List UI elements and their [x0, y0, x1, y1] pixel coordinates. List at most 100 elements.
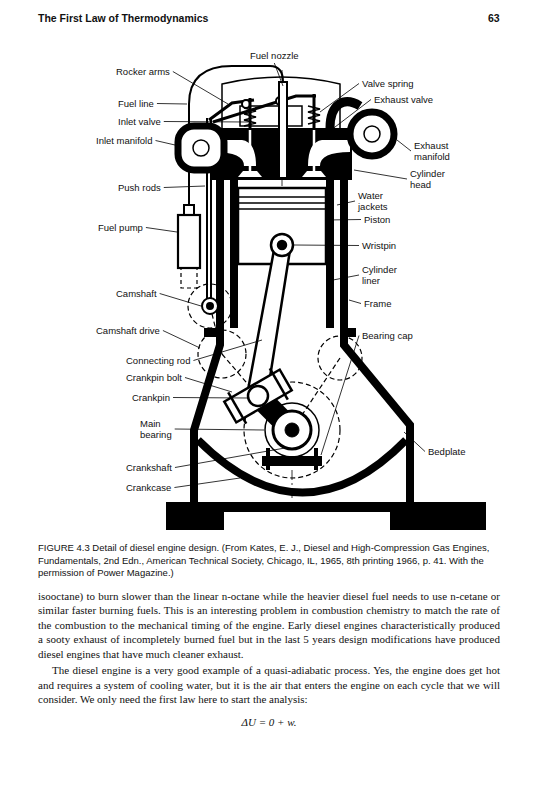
rocker-arms	[209, 77, 340, 128]
page-number: 63	[488, 12, 500, 25]
cylinder-head	[313, 130, 316, 172]
part-label: Camshaft drive	[96, 325, 160, 336]
part-label: Piston	[364, 214, 390, 225]
exhaust-manifold	[364, 126, 380, 142]
inlet-manifold	[178, 126, 224, 170]
fuel-pump	[181, 268, 197, 288]
equation: ΔU = 0 + w.	[38, 715, 500, 730]
inlet-manifold	[193, 140, 209, 156]
piston	[238, 188, 326, 264]
part-label: Wristpin	[362, 240, 396, 251]
part-label: Push rods	[118, 182, 161, 193]
part-label: Inlet manifold	[96, 135, 153, 146]
text-flow: FIGURE 4.3 Detail of diesel engine desig…	[38, 542, 500, 731]
camshaft	[202, 298, 218, 314]
part-label: Fuel line	[118, 98, 154, 109]
exhaust-manifold	[350, 112, 394, 156]
wristpin	[278, 241, 286, 249]
frame-flange	[204, 328, 224, 337]
connecting-rod-big-end	[270, 368, 288, 399]
leader-line	[294, 245, 359, 247]
wristpin	[271, 234, 293, 256]
piston	[238, 188, 326, 264]
main-bearing	[273, 411, 311, 449]
fuel-pump	[178, 205, 200, 288]
valve-stems	[313, 94, 316, 130]
part-label: Cylinder liner	[362, 264, 397, 286]
part-label: Exhaust manifold	[414, 140, 450, 162]
part-label: Exhaust valve	[374, 94, 433, 105]
bedplate	[190, 502, 414, 512]
leader-line	[397, 140, 411, 151]
part-label: Bearing cap	[362, 330, 413, 341]
camshaft-drive	[188, 284, 232, 328]
fuel-nozzle	[279, 82, 287, 178]
body-paragraph: The diesel engine is a very good example…	[38, 663, 500, 707]
main-bearing	[265, 403, 319, 457]
fuel-nozzle	[279, 82, 287, 178]
leader-line	[404, 432, 425, 452]
engine-frame	[344, 178, 410, 505]
leader-line	[354, 170, 407, 179]
leader-line	[321, 336, 359, 456]
connecting-rod-big-end	[228, 392, 246, 423]
camshaft	[207, 303, 213, 309]
exhaust-manifold	[330, 102, 394, 156]
leader-line	[175, 429, 264, 430]
fuel-pump	[178, 215, 200, 268]
crankpin	[248, 386, 268, 406]
valve-springs	[308, 106, 320, 124]
cylinder-head	[302, 171, 326, 177]
main-bearing	[265, 403, 319, 457]
part-label: Water jackets	[358, 190, 388, 212]
leader-line	[146, 228, 177, 233]
figure-caption: FIGURE 4.3 Detail of diesel engine desig…	[38, 542, 500, 580]
main-bearing	[285, 423, 299, 437]
part-label: Crankshaft	[126, 462, 172, 473]
piston	[238, 196, 326, 198]
body-paragraph: isooctane) to burn slower than the linea…	[38, 589, 500, 662]
leader-line	[326, 219, 361, 221]
part-label: Main bearing	[140, 418, 172, 440]
part-label: Connecting rod	[126, 355, 190, 366]
leader-line	[173, 397, 248, 399]
crankpin	[248, 386, 268, 406]
inlet-manifold	[178, 126, 224, 170]
frame-flange	[204, 328, 356, 337]
part-label: Frame	[364, 298, 391, 309]
part-label: Bedplate	[428, 446, 466, 457]
part-label: Fuel pump	[98, 222, 143, 233]
piston	[238, 202, 326, 204]
piston	[238, 208, 326, 210]
bearing-cap	[262, 456, 322, 466]
part-label: Valve spring	[362, 78, 414, 89]
leader-line	[193, 340, 262, 361]
part-label: Inlet valve	[118, 116, 161, 127]
part-label: Crankcase	[126, 482, 171, 493]
cylinder-head	[249, 130, 252, 172]
part-label: Camshaft	[116, 288, 157, 299]
bearing-cap	[314, 448, 318, 470]
engine-frame	[194, 178, 410, 505]
fuel-pump	[184, 205, 194, 215]
leader-line	[333, 275, 359, 280]
leader-line	[160, 294, 201, 307]
leader-line	[185, 378, 232, 393]
cylinder-head	[238, 171, 262, 177]
part-label: Crankpin bolt	[126, 372, 182, 383]
valve-springs	[244, 108, 256, 126]
wristpin	[271, 234, 293, 256]
running-header: The First Law of Thermodynamics	[38, 12, 208, 25]
leader-line	[337, 201, 355, 205]
leader-line	[174, 478, 240, 488]
leader-line	[164, 186, 205, 188]
leader-line	[164, 121, 248, 123]
leader-line	[175, 448, 285, 468]
leader-line	[349, 300, 361, 304]
leader-line	[163, 331, 200, 349]
leader-line	[274, 63, 283, 86]
leader-line	[318, 100, 371, 141]
bearing-cap	[262, 448, 322, 470]
bedplate	[166, 440, 486, 530]
